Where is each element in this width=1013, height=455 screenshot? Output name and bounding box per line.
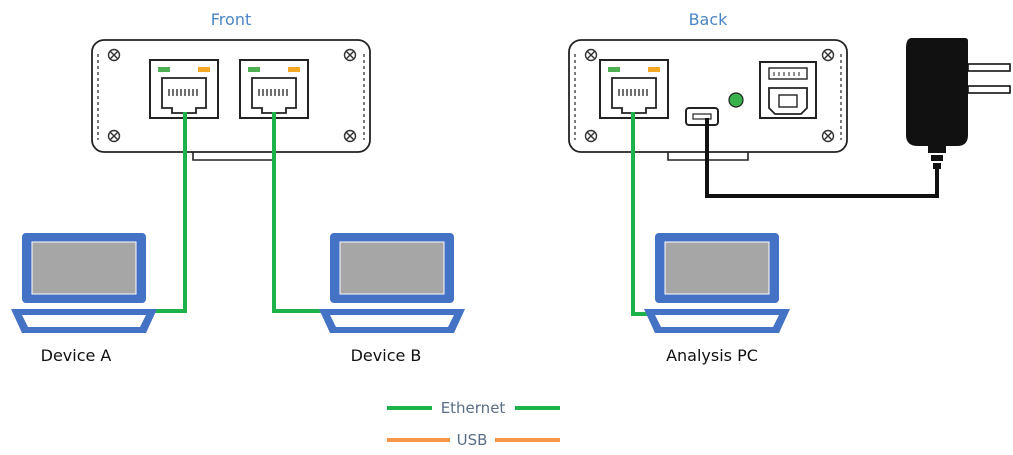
laptop-icon (318, 232, 466, 334)
screw-icon (584, 129, 598, 143)
back-unit-vents (574, 54, 842, 140)
legend-ethernet-label: Ethernet (441, 399, 506, 417)
screw-icon (821, 129, 835, 143)
power-cable (705, 118, 939, 198)
ethernet-cable-device-b (272, 112, 323, 313)
screw-icon (821, 48, 835, 62)
screw-icon (107, 129, 121, 143)
front-unit-chassis (91, 39, 371, 153)
screw-icon (343, 48, 357, 62)
screw-icon (343, 129, 357, 143)
screw-icon (584, 48, 598, 62)
power-led-icon (728, 92, 744, 108)
rj45-port-icon (149, 59, 219, 119)
front-unit (91, 39, 371, 161)
legend: Ethernet USB (387, 399, 560, 449)
usb-b-port-icon (759, 61, 817, 119)
micro-usb-port-icon (685, 107, 719, 126)
front-unit-vents (97, 54, 365, 140)
device-b-label: Device B (351, 346, 422, 365)
rj45-port-icon (239, 59, 309, 119)
legend-usb-label: USB (457, 431, 488, 449)
device-a-label: Device A (41, 346, 112, 365)
analysis-pc-label: Analysis PC (666, 346, 758, 365)
power-adapter-icon (906, 38, 1011, 169)
back-title: Back (689, 10, 729, 29)
rj45-port-icon (599, 59, 669, 119)
back-unit (568, 39, 848, 161)
laptop-icon (10, 232, 158, 334)
front-title: Front (211, 10, 251, 29)
laptop-icon (643, 232, 791, 334)
screw-icon (107, 48, 121, 62)
